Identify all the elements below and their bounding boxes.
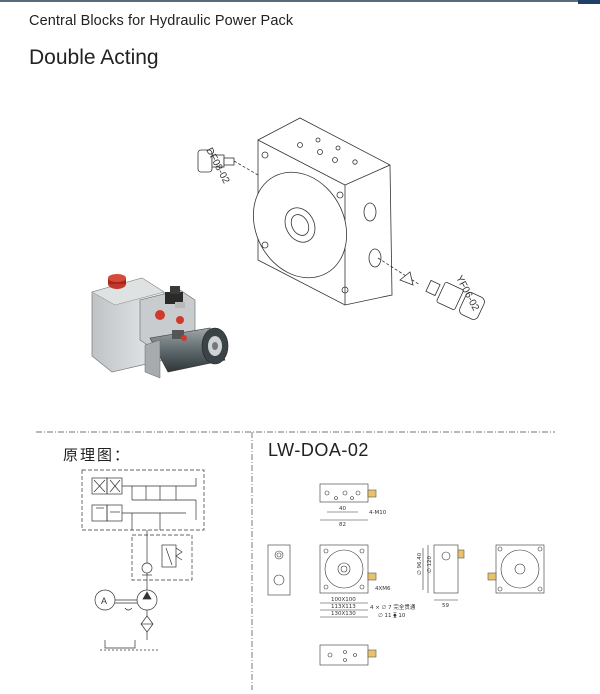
dim-hole-note1: 4 × ∅ 7 完全贯通 [370, 603, 416, 611]
dim-113: 113X113 [331, 604, 356, 610]
dim-82: 82 [339, 522, 346, 528]
dim-thread: 4-M10 [369, 510, 387, 516]
section-dividers [36, 431, 555, 690]
dimension-labels: 40 82 4-M10 4XM6 100X100 113X113 130X130… [331, 506, 449, 619]
dim-100: 100X100 [331, 597, 356, 603]
power-pack-illustration [91, 274, 229, 379]
dim-dia96: ∅ 96.40 [417, 552, 423, 575]
dim-40: 40 [339, 506, 346, 512]
dim-59: 59 [442, 603, 449, 609]
exploded-block-drawing [197, 117, 485, 320]
dim-130: 130X130 [331, 611, 356, 617]
orthographic-views [267, 483, 545, 666]
dim-thread2: 4XM6 [375, 586, 391, 592]
top-rule [0, 0, 600, 2]
dim-dia120: ∅ 120 [427, 555, 433, 573]
schematic-label: 原理图： [63, 446, 132, 464]
page-header: Central Blocks for Hydraulic Power Pack [29, 13, 294, 29]
motor-symbol-label: A [101, 596, 107, 606]
page-subtitle: Double Acting [29, 46, 159, 69]
dim-hole-note2: ∅ 11 ⧳ 10 [378, 612, 406, 619]
top-rule-accent [578, 0, 600, 4]
model-number: LW-DOA-02 [268, 440, 369, 460]
hydraulic-schematic [81, 469, 205, 651]
